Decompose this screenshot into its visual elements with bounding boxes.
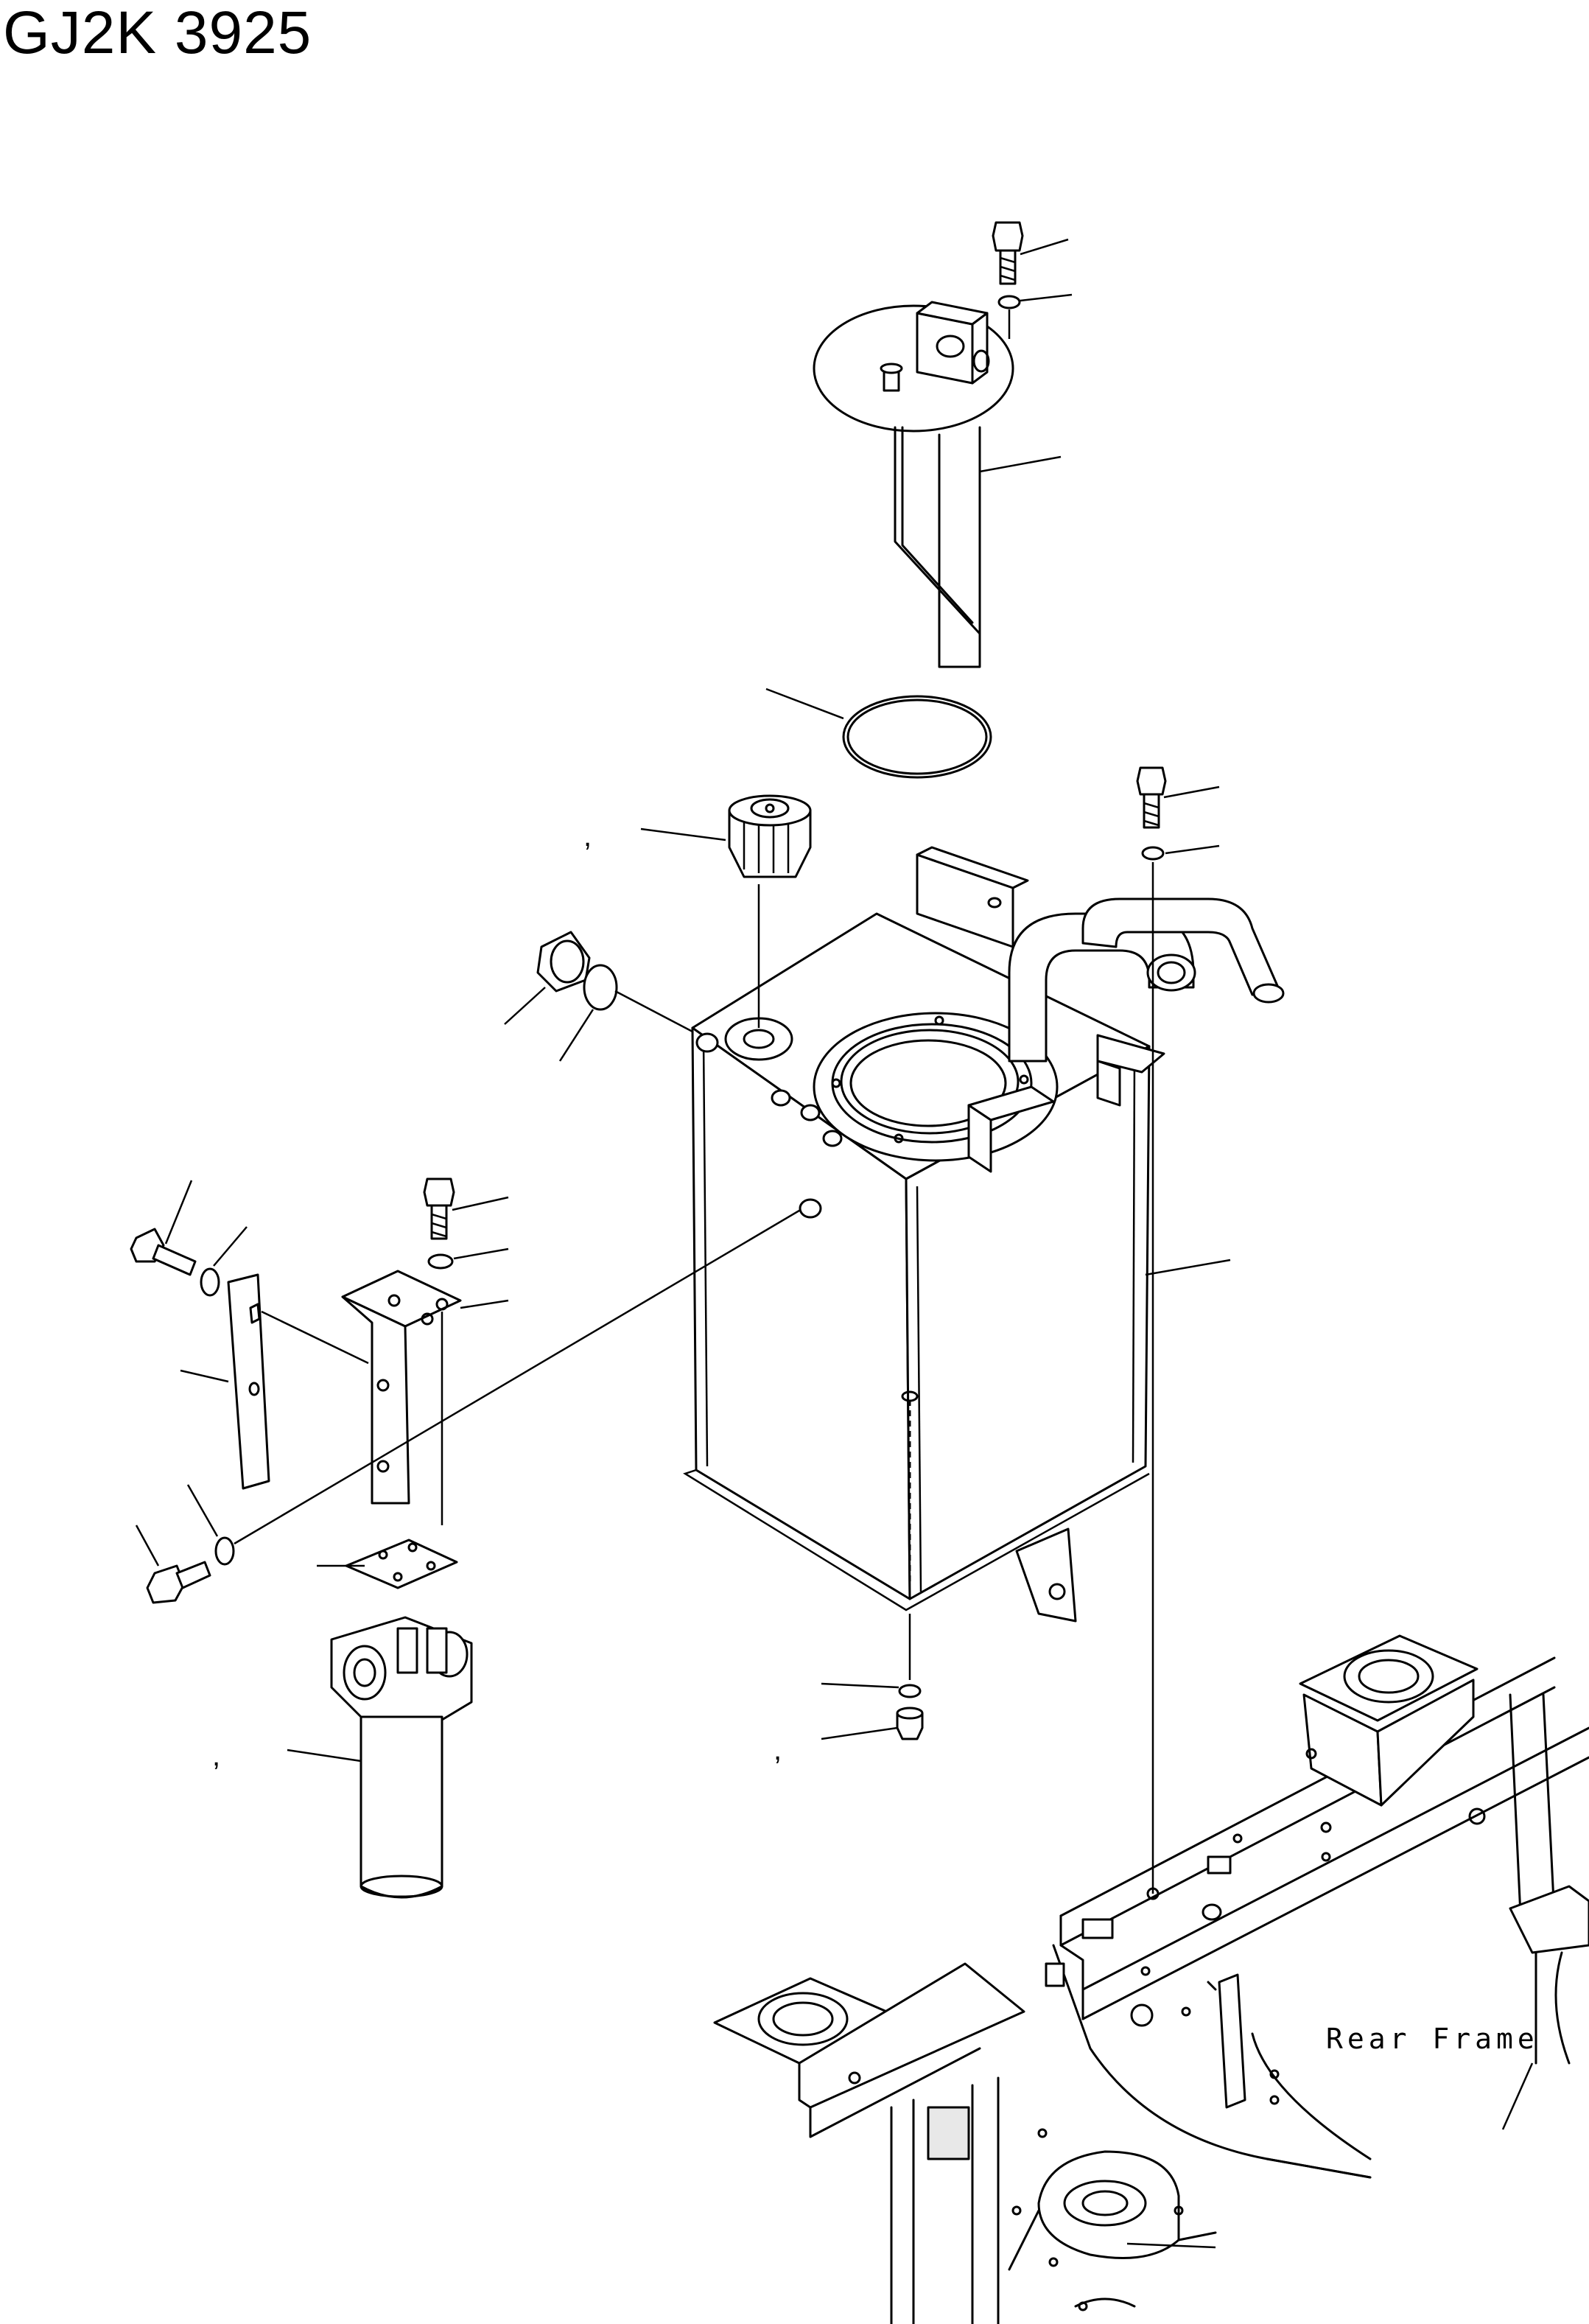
line-filter-part: ,: [212, 1616, 473, 1899]
sight-plug-part: [504, 931, 693, 1062]
qty-mark-filter: ,: [212, 1740, 220, 1772]
top-bolt-part: [992, 221, 1024, 285]
qty-mark-cap: ,: [583, 820, 592, 853]
drawing-code: GJ2K 3925: [3, 0, 312, 66]
hydraulic-tank-part: [683, 846, 1285, 1623]
fuel-sender-assembly: [813, 221, 1073, 668]
rear-frame-part: Rear Frame: [713, 1634, 1589, 2324]
qty-mark-plug: ,: [774, 1734, 782, 1766]
drain-plug-part: ,: [774, 1614, 924, 1766]
top-washer-part: [997, 295, 1021, 309]
gasket-ring-part: [765, 687, 992, 779]
filter-bracket-assembly: [130, 1177, 822, 1604]
tank-bolt-part: [1136, 766, 1220, 1894]
breather-cap-part: ,: [583, 794, 812, 1028]
rear-frame-label: Rear Frame: [1326, 2023, 1539, 2055]
